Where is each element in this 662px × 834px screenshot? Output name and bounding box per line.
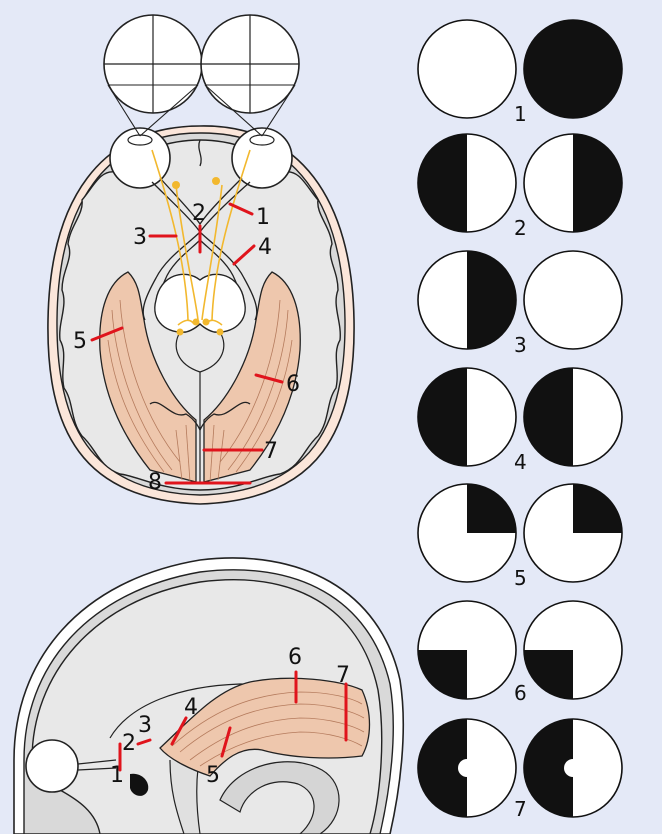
field-pair-5: 5 [417,483,623,590]
sagittal-label-3: 3 [138,713,152,738]
field-pair-4: 4 [417,367,623,474]
sagittal-lesion-4 [170,716,188,746]
midbrain [154,273,246,333]
axial-label-4: 4 [258,235,272,260]
sagittal-lesion-5 [220,726,232,758]
field-label-2: 2 [514,216,527,240]
optic-radiations [99,271,301,483]
field-pair-7: 7 [417,718,623,821]
field-label-7: 7 [514,797,527,821]
field-pair-6: 6 [417,600,623,705]
field-7-left-eye [417,718,517,818]
field-label-4: 4 [514,450,527,474]
axial-label-2: 2 [192,201,206,226]
field-7-right-eye [523,718,623,818]
axial-lesion-5 [90,326,124,342]
visual-field-defects-panel: 1 2 3 4 [417,19,623,821]
field-5-right-eye [523,483,623,583]
visual-pathway-fibers [151,149,251,326]
field-6-right-eye [523,600,623,700]
field-3-right-eye [523,250,623,350]
field-label-5: 5 [514,566,527,590]
sagittal-optic-radiation [159,677,371,777]
axial-label-group: 1 2 3 4 5 6 7 8 [73,201,300,495]
axial-lesion-6 [254,373,284,384]
field-label-6: 6 [514,681,527,705]
sagittal-label-6: 6 [288,645,302,670]
sagittal-label-group: 1 2 3 4 5 6 7 [110,645,350,788]
visual-field-circles [103,14,300,137]
sagittal-label-7: 7 [336,663,350,688]
field-pair-2: 2 [417,133,623,240]
axial-label-1: 1 [256,205,270,230]
field-label-1: 1 [514,102,527,126]
axial-left-eye [109,127,171,189]
axial-label-5: 5 [73,329,87,354]
field-4-right-eye [523,367,623,467]
sagittal-label-4: 4 [184,695,198,720]
sagittal-label-5: 5 [206,763,220,788]
field-2-right-eye [523,133,623,233]
axial-lesion-1 [228,202,254,216]
field-1-left-eye [417,19,517,119]
field-pair-1: 1 [417,19,623,126]
sagittal-lesion-markers [118,670,348,772]
field-3-left-eye [417,250,517,350]
axial-right-eye [231,127,293,189]
sagittal-eye [25,739,79,793]
axial-label-3: 3 [133,225,147,250]
sagittal-lesion-2-3 [136,738,152,746]
field-6-left-eye [417,600,517,700]
field-label-3: 3 [514,333,527,357]
field-4-left-eye [417,367,517,467]
axial-label-6: 6 [286,372,300,397]
field-5-left-eye [417,483,517,583]
field-2-left-eye [417,133,517,233]
axial-label-8: 8 [148,470,162,495]
axial-label-7: 7 [264,439,278,464]
sagittal-label-2: 2 [122,731,136,756]
field-1-right-eye [523,19,623,119]
axial-brain-diagram: 1 2 3 4 5 6 7 8 [47,14,355,505]
sagittal-brain-diagram: 1 2 3 4 5 6 7 [13,557,405,834]
sagittal-label-1: 1 [110,763,124,788]
axial-lesion-4 [232,244,256,266]
field-pair-3: 3 [417,250,623,357]
axial-lesion-markers [90,202,284,485]
